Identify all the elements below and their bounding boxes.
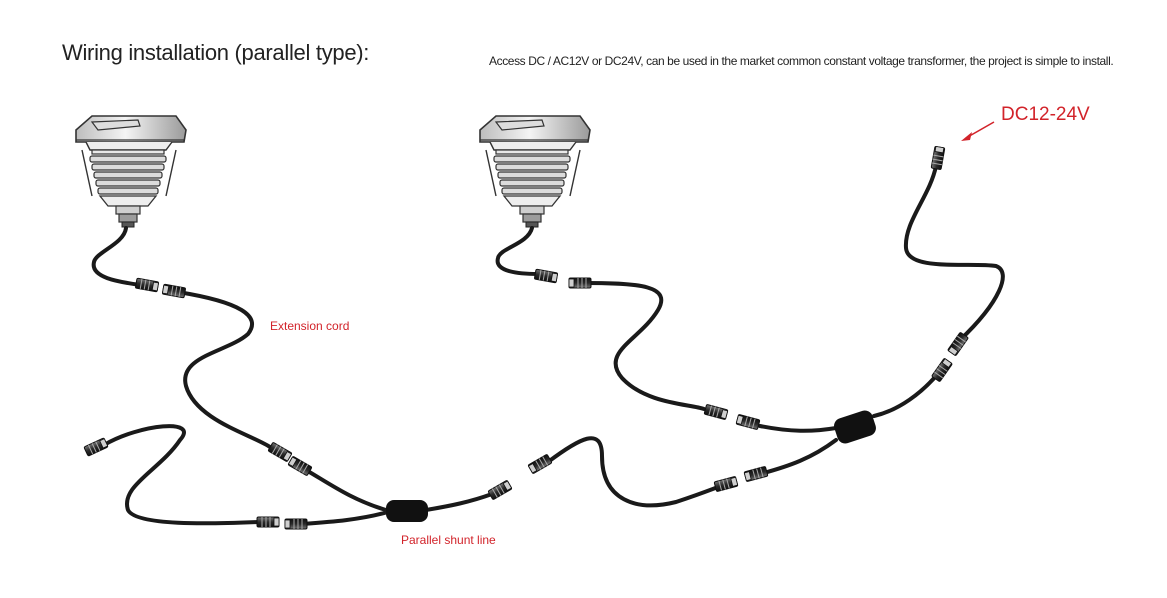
cable-middle-lamp — [495, 226, 540, 276]
cable-shunt-right — [424, 492, 494, 512]
connector — [947, 331, 969, 357]
connector — [931, 357, 953, 383]
connector — [487, 479, 513, 501]
connector — [568, 277, 592, 289]
connector — [527, 453, 553, 475]
cable-middle-to-shunt — [758, 424, 838, 433]
connector — [533, 268, 559, 284]
connector — [83, 437, 109, 457]
light-fixture-left — [75, 115, 187, 228]
cable-right-shunt-up — [872, 374, 938, 418]
connector — [161, 283, 187, 299]
cable-middle-extension — [584, 281, 706, 411]
shunt-splitter-right — [834, 410, 876, 444]
connector — [267, 441, 293, 463]
cable-left-lamp — [91, 226, 142, 287]
arrow-icon — [961, 121, 995, 141]
cable-shunt-right-ext — [546, 436, 720, 508]
connector-power-input — [930, 145, 946, 171]
cable-left-open — [102, 424, 260, 526]
connector — [134, 277, 160, 293]
cable-bottom-to-shunt — [300, 510, 390, 526]
shunt-splitter-left — [386, 500, 428, 522]
connector — [703, 403, 729, 421]
connector — [713, 475, 739, 493]
cable-left-to-shunt — [304, 468, 388, 512]
parallel-shunt-line-label: Parallel shunt line — [401, 533, 496, 547]
extension-cord-label: Extension cord — [270, 319, 350, 333]
connector — [287, 455, 313, 477]
light-fixture-middle — [479, 115, 591, 228]
connector — [743, 465, 769, 483]
power-voltage-label: DC12-24V — [1001, 104, 1090, 125]
connector — [256, 516, 280, 528]
page-subtitle: Access DC / AC12V or DC24V, can be used … — [489, 54, 1114, 68]
cables — [91, 164, 1005, 526]
connector — [284, 518, 308, 530]
connector — [735, 413, 761, 431]
cable-power-lead — [903, 164, 1005, 342]
page-title: Wiring installation (parallel type): — [62, 40, 370, 65]
cable-left-extension — [176, 290, 272, 449]
cable-right-shunt-low — [758, 438, 838, 476]
